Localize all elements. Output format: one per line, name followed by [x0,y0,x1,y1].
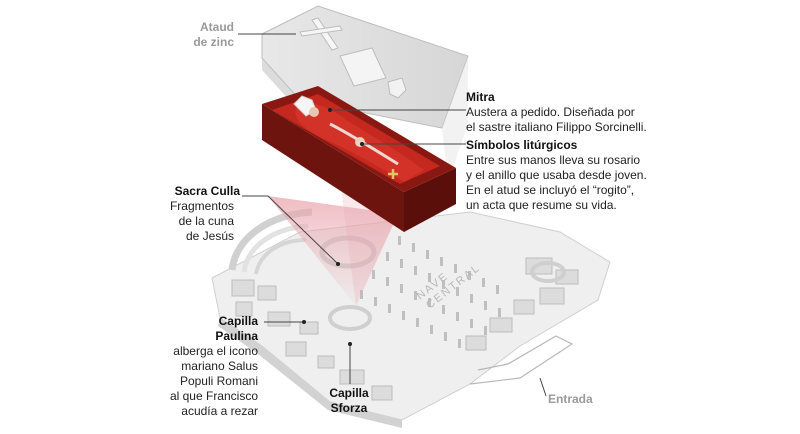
coffin-front [262,104,404,232]
sacra-culla-description: Fragmentos de la cuna de Jesús [169,199,234,243]
nave-pillar [412,243,415,252]
nave-pillar [416,318,419,327]
ataud-label: Ataud de zinc [193,20,234,49]
leader-entrada [539,377,547,397]
nave-pillar [458,339,461,348]
nave-pillar [430,325,433,334]
nave-pillar [456,287,459,296]
nave-pillar [414,266,417,275]
coffin-end [404,168,456,232]
nave-pillar [470,319,473,328]
nave-pillar [360,290,363,299]
mitra-title: Mitra [466,90,495,104]
floor-slab-side [218,318,402,428]
nave-pillar [442,305,445,314]
nave-pillar [484,326,487,335]
nave-pillar [386,252,389,261]
simbolos-title: Símbolos litúrgicos [466,138,578,152]
capilla-paulina-title: Capilla Paulina [215,314,258,343]
nave-pillar [428,273,431,282]
nave-pillar [428,298,431,307]
rosary-hands [355,137,365,147]
nave-pillar [388,304,391,313]
nave-pillar [498,308,501,317]
nave-pillars [360,236,501,348]
nave-pillar [400,259,403,268]
leader-lines [238,33,547,397]
nave-pillar [398,236,401,245]
gold-cross [388,169,398,179]
nave-pillar [444,332,447,341]
nave-pillar [374,297,377,306]
nave-pillar [484,301,487,310]
mitra-description: Austera a pedido. Diseñada por el sastre… [466,105,647,134]
nave-pillar [454,264,457,273]
nave-pillar [440,257,443,266]
leader-dots [302,108,364,346]
nave-pillar [456,312,459,321]
entrada-label: Entrada [548,392,593,406]
nave-pillar [442,280,445,289]
floor-plan [211,208,611,428]
nave-pillar [496,285,499,294]
nave-pillar [482,278,485,287]
entrance-outline [469,335,574,385]
nave-pillar [414,291,417,300]
capilla-paulina-description: alberga el icono mariano Salus Populi Ro… [169,344,258,418]
sacra-culla-title: Sacra Culla [174,184,240,198]
capilla-sforza-title: Capilla Sforza [329,386,369,415]
coffin [262,86,456,232]
lid-plaque [339,47,387,87]
nave-pillar [426,250,429,259]
leader-sacra [242,195,339,265]
lid-cross [299,17,343,51]
nave-pillar [386,277,389,286]
east-dome [530,261,566,283]
left-rooms [231,279,393,401]
nave-pillar [402,311,405,320]
nave-pillar [372,270,375,279]
nave-pillar [400,284,403,293]
nave-pillar [468,271,471,280]
simbolos-description: Entre sus manos lleva su rosario y el an… [466,153,647,212]
lid-coat-of-arms [387,77,407,99]
nave-pillar [470,294,473,303]
projection-beam [268,196,398,306]
